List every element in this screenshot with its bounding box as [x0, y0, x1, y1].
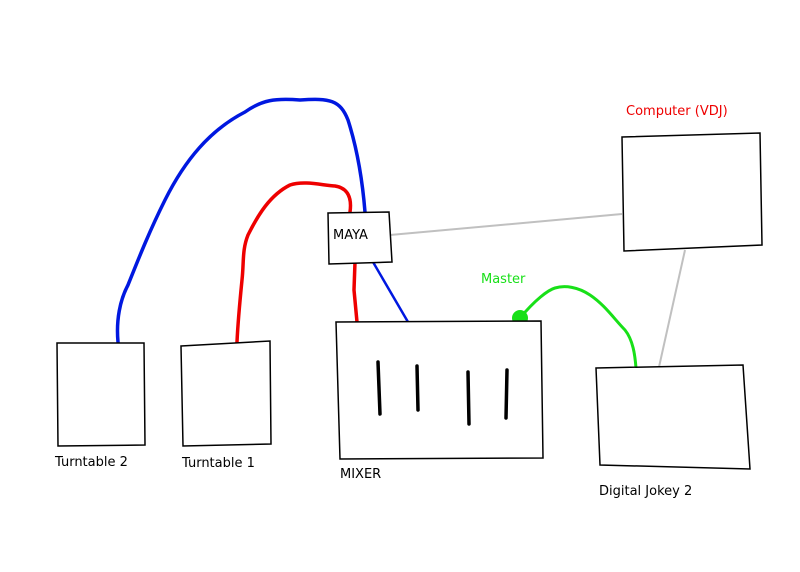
mixer-box [335, 320, 544, 460]
mixer-label: MIXER [340, 467, 381, 482]
master-label: Master [481, 272, 526, 287]
blue-cable-maya-mixer [371, 260, 410, 324]
turntable-1-box [180, 340, 272, 447]
turntable-2-label: Turntable 2 [54, 455, 128, 470]
gray-cable-maya-computer [389, 213, 623, 236]
digital-jokey-box [595, 364, 751, 470]
maya-box [327, 211, 393, 265]
mixer-fader-1 [376, 360, 382, 416]
mixer-fader-2 [415, 364, 420, 412]
computer-box [621, 132, 763, 252]
mixer-fader-3 [466, 370, 471, 426]
turntable-1-label: Turntable 1 [181, 456, 255, 471]
red-cable-turntable1-maya [235, 181, 353, 344]
computer-label: Computer (VDJ) [626, 104, 728, 119]
turntable-2-box [56, 342, 146, 447]
green-cable-mixer-digitaljokey [518, 285, 638, 370]
digital-jokey-label: Digital Jokey 2 [599, 484, 692, 499]
gray-cable-computer-digitaljokey [658, 249, 686, 368]
red-cable-maya-mixer [352, 260, 359, 324]
mixer-fader-4 [504, 368, 509, 420]
maya-label: MAYA [333, 228, 368, 243]
blue-cable-turntable2-maya [115, 97, 367, 344]
